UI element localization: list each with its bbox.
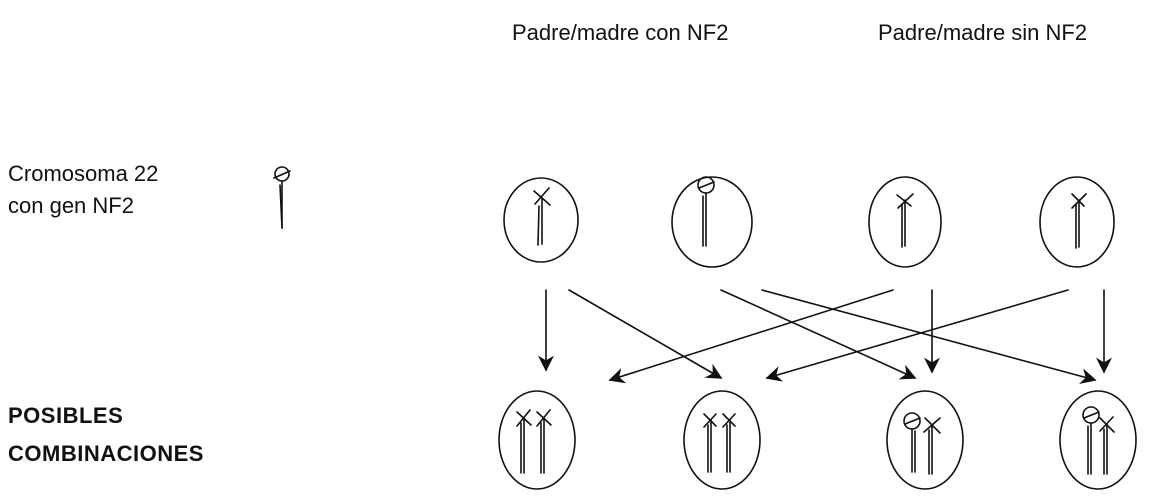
- chromosome-nf2: [1082, 406, 1100, 475]
- chromosome-normal: [516, 409, 532, 474]
- parent-with-nf2-label: Padre/madre con NF2: [512, 20, 729, 45]
- chromosome-normal: [1099, 416, 1115, 475]
- arrow: [568, 289, 723, 379]
- combinations-label-line2: COMBINACIONES: [8, 441, 204, 466]
- chromosome-normal: [923, 417, 941, 475]
- chromosome-nf2: [903, 412, 921, 473]
- chromosome-normal: [722, 413, 736, 473]
- chromosome-normal: [536, 409, 552, 474]
- chromosome-normal: [533, 187, 551, 246]
- arrow: [608, 289, 894, 384]
- arrow: [765, 289, 1069, 382]
- offspring-cell-3: [886, 390, 964, 490]
- offspring-cell-1: [498, 390, 576, 490]
- chromosome-normal: [896, 193, 914, 248]
- parent-cell-4: [1039, 176, 1115, 268]
- inheritance-arrows: [538, 289, 1112, 384]
- legend-label-line2: con gen NF2: [8, 193, 134, 218]
- arrow: [720, 289, 917, 380]
- offspring-cell-2: [683, 390, 761, 490]
- legend-label-line1: Cromosoma 22: [8, 161, 159, 186]
- arrow: [761, 289, 1097, 384]
- chromosome-normal: [703, 413, 717, 473]
- parent-without-nf2-label: Padre/madre sin NF2: [878, 20, 1088, 45]
- chromosome-nf2: [697, 176, 715, 247]
- chromosome-normal: [1071, 193, 1087, 249]
- parent-cell-1: [503, 177, 579, 263]
- offspring-cell-4: [1059, 390, 1137, 490]
- legend-chromosome-nf2: [273, 166, 291, 229]
- parent-cell-2: [671, 176, 753, 268]
- parent-cell-3: [868, 176, 942, 268]
- combinations-label-line1: POSIBLES: [8, 403, 124, 428]
